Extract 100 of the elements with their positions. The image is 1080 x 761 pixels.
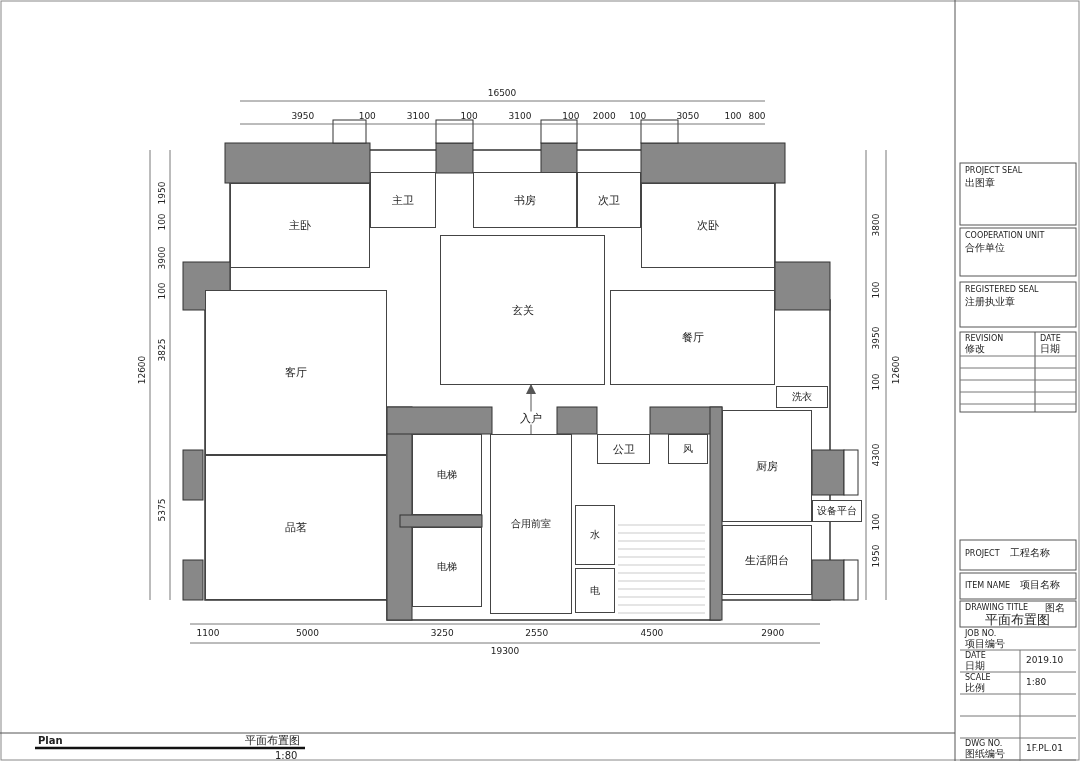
room-area	[473, 172, 577, 228]
room-area	[641, 183, 775, 268]
room-label: 书房	[514, 192, 536, 208]
dimension-text: 1100	[196, 628, 220, 638]
title-block-text: 图名	[1045, 603, 1065, 613]
dimension-text: 19300	[490, 646, 520, 656]
room-area	[440, 235, 605, 385]
title-block-text: 2019.10	[1026, 656, 1064, 665]
dimension-text: 3800	[871, 213, 881, 237]
title-block-text: 1:80	[1026, 678, 1047, 687]
drawing-title: 平面布置图	[985, 613, 1050, 626]
room-label: 厨房	[756, 458, 778, 474]
dimension-text: 2900	[761, 628, 785, 638]
room-area	[722, 410, 812, 522]
dimension-text: 100	[460, 111, 478, 121]
title-block-text: REVISION	[965, 335, 1004, 343]
dimension-text: 2550	[525, 628, 549, 638]
room-area	[230, 183, 370, 268]
room-area	[370, 172, 436, 228]
dimension-text: 3950	[291, 111, 315, 121]
title-block-text: 1F.PL.01	[1026, 744, 1064, 753]
title-block-text: PROJECT	[965, 550, 1000, 558]
title-block-text: 工程名称	[1010, 548, 1050, 558]
room-label: 洗衣	[792, 390, 812, 404]
room-label: 品茗	[285, 520, 307, 535]
title-block-text: 比例	[965, 683, 985, 693]
dimension-text: 1950	[157, 181, 167, 205]
dimension-text: 3050	[676, 111, 700, 121]
title-block-text: SCALE	[965, 674, 991, 682]
dimension-text: 3100	[406, 111, 430, 121]
dimension-text: 100	[871, 513, 881, 531]
room-area	[597, 434, 650, 464]
room-label: 合用前室	[511, 517, 551, 531]
room-label: 玄关	[511, 302, 534, 318]
room-area	[812, 500, 862, 522]
room-area	[412, 434, 482, 515]
room-area	[668, 434, 708, 464]
title-block-text: 修改	[965, 344, 985, 354]
title-block-text: 出图章	[965, 178, 995, 188]
dimension-text: 4500	[640, 628, 664, 638]
dimension-text: 800	[748, 111, 766, 121]
room-area	[205, 455, 387, 600]
room-label: 生活阳台	[745, 552, 789, 568]
room-label: 次卫	[598, 192, 620, 208]
title-block-text: REGISTERED SEAL	[965, 286, 1039, 294]
drawing-title: 平面布置图	[245, 735, 300, 746]
dimension-text: 4300	[871, 443, 881, 467]
dimension-text: 12600	[891, 355, 901, 385]
dimension-text: 100	[157, 282, 167, 300]
dimension-text: 12600	[137, 355, 147, 385]
dimension-text: 3250	[430, 628, 454, 638]
title-block-text: 合作单位	[965, 243, 1005, 253]
title-block-text: DATE	[965, 652, 986, 660]
title-block-text: 日期	[1040, 344, 1060, 354]
title-block-text: PROJECT SEAL	[965, 167, 1023, 175]
title-block-text: DATE	[1040, 335, 1061, 343]
room-area	[575, 568, 615, 613]
drawing-label: Plan	[38, 736, 63, 746]
room-label: 电梯	[437, 467, 457, 482]
dimension-text: 100	[629, 111, 647, 121]
room-label: 电	[590, 583, 600, 598]
room-area	[205, 290, 387, 455]
room-label: 主卧	[289, 218, 311, 233]
room-area	[722, 525, 812, 595]
title-block-text: DWG NO.	[965, 740, 1003, 748]
room-label: 餐厅	[681, 330, 704, 345]
room-area	[412, 527, 482, 607]
dimension-text: 2000	[592, 111, 616, 121]
room-label: 水	[590, 528, 600, 542]
dimension-text: 100	[562, 111, 580, 121]
edge-label: 入户	[519, 411, 543, 424]
dimension-text: 100	[157, 213, 167, 231]
dimension-text: 5000	[296, 628, 319, 638]
dimension-text: 5375	[157, 498, 167, 522]
room-label: 主卫	[392, 192, 414, 208]
room-area	[490, 434, 572, 614]
title-block-text: 日期	[965, 661, 985, 671]
dimension-text: 3900	[157, 246, 167, 270]
room-area	[610, 290, 775, 385]
title-block-text: ITEM NAME	[965, 582, 1011, 590]
dimension-text: 100	[871, 373, 881, 391]
title-block-text: DRAWING TITLE	[965, 604, 1029, 612]
dimension-text: 100	[871, 281, 881, 299]
room-label: 电梯	[437, 560, 457, 574]
dimension-text: 3950	[871, 326, 881, 350]
title-block-text: COOPERATION UNIT	[965, 232, 1045, 240]
room-area	[776, 386, 828, 408]
dimension-text: 3825	[157, 338, 167, 362]
room-area	[577, 172, 641, 228]
room-label: 客厅	[285, 365, 307, 380]
room-label: 次卧	[697, 218, 719, 233]
dimension-text: 16500	[487, 88, 517, 98]
title-block-text: 图纸编号	[965, 749, 1005, 759]
room-label: 风	[683, 442, 693, 456]
dimension-text: 100	[358, 111, 376, 121]
scale-label: 1:80	[275, 751, 298, 761]
title-block-text: JOB NO.	[965, 630, 997, 638]
room-area	[575, 505, 615, 565]
room-label: 设备平台	[817, 504, 857, 518]
dimension-text: 100	[724, 111, 742, 121]
